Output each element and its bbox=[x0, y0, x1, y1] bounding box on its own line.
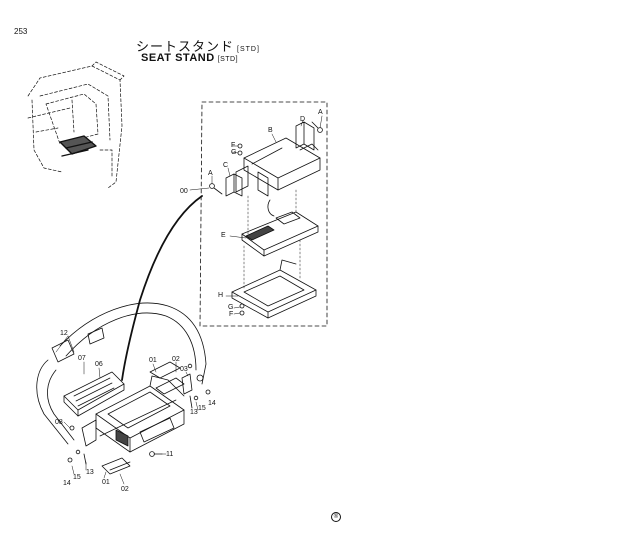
callout-13-left: 13 bbox=[86, 469, 94, 476]
bracket-d bbox=[295, 121, 315, 151]
diagram-title-japanese: シートスタンド[STD] bbox=[136, 36, 260, 55]
callout-g-lower: G bbox=[228, 304, 234, 311]
bracket-c bbox=[225, 173, 243, 197]
diagram-title-english: SEAT STAND[STD] bbox=[141, 52, 238, 64]
plate-h bbox=[231, 259, 317, 319]
cab-seat-highlight bbox=[59, 135, 97, 157]
callout-f-upper: F bbox=[231, 142, 236, 149]
callout-06: 06 bbox=[95, 361, 103, 368]
callout-07: 07 bbox=[78, 355, 86, 362]
callout-f-lower: F bbox=[229, 311, 234, 318]
bolts-13-14-15-left bbox=[67, 425, 87, 465]
callout-02-bottom: 02 bbox=[121, 486, 129, 493]
callout-14-right: 14 bbox=[208, 400, 216, 407]
callout-d: D bbox=[300, 116, 306, 123]
bolt-a-left bbox=[209, 183, 223, 195]
rail-e bbox=[241, 199, 319, 257]
seat-stand-assembly bbox=[81, 375, 185, 453]
bolts-13-14-15-right bbox=[189, 389, 211, 409]
callout-11: 11 bbox=[166, 451, 174, 458]
cab-sketch bbox=[27, 61, 125, 189]
callout-03: 03 bbox=[180, 366, 188, 373]
bracket-03 bbox=[181, 363, 193, 395]
panel-06 bbox=[63, 371, 125, 417]
bracket-b bbox=[235, 137, 321, 197]
callout-02-right: 02 bbox=[172, 356, 180, 363]
callout-15-right: 15 bbox=[198, 405, 206, 412]
callout-01-bottom: 01 bbox=[102, 479, 110, 486]
callout-13-right: 13 bbox=[190, 409, 198, 416]
bolt-11 bbox=[149, 451, 163, 457]
title-jp-variant: [STD] bbox=[237, 46, 260, 53]
page-number: 253 bbox=[14, 27, 28, 36]
callout-h: H bbox=[218, 292, 224, 299]
title-jp-text: シートスタンド bbox=[136, 39, 235, 54]
plate-01-02-bottom bbox=[101, 457, 131, 475]
footer-registered-mark: ® bbox=[331, 512, 341, 522]
title-en-variant: [STD] bbox=[217, 56, 239, 63]
callout-08: 08 bbox=[55, 419, 63, 426]
callout-c: C bbox=[223, 162, 229, 169]
assembly-guides bbox=[243, 189, 301, 291]
callout-14-left: 14 bbox=[63, 480, 71, 487]
leader-lines bbox=[55, 115, 323, 485]
washer-fg-upper bbox=[237, 143, 243, 156]
callout-12: 12 bbox=[60, 330, 68, 337]
callout-b: B bbox=[268, 127, 273, 134]
callout-15-left: 15 bbox=[73, 474, 81, 481]
callout-00: 00 bbox=[180, 188, 188, 195]
callout-a-left: A bbox=[208, 170, 213, 177]
plate-01-02-right bbox=[149, 361, 185, 395]
washer-fg-lower bbox=[239, 303, 245, 316]
callout-01-right: 01 bbox=[149, 357, 157, 364]
detail-leader bbox=[121, 195, 203, 381]
callout-g-upper: G bbox=[231, 149, 237, 156]
callout-e: E bbox=[221, 232, 226, 239]
title-en-text: SEAT STAND bbox=[141, 52, 215, 64]
seat-belt bbox=[36, 302, 207, 445]
callout-a-top: A bbox=[318, 109, 323, 116]
